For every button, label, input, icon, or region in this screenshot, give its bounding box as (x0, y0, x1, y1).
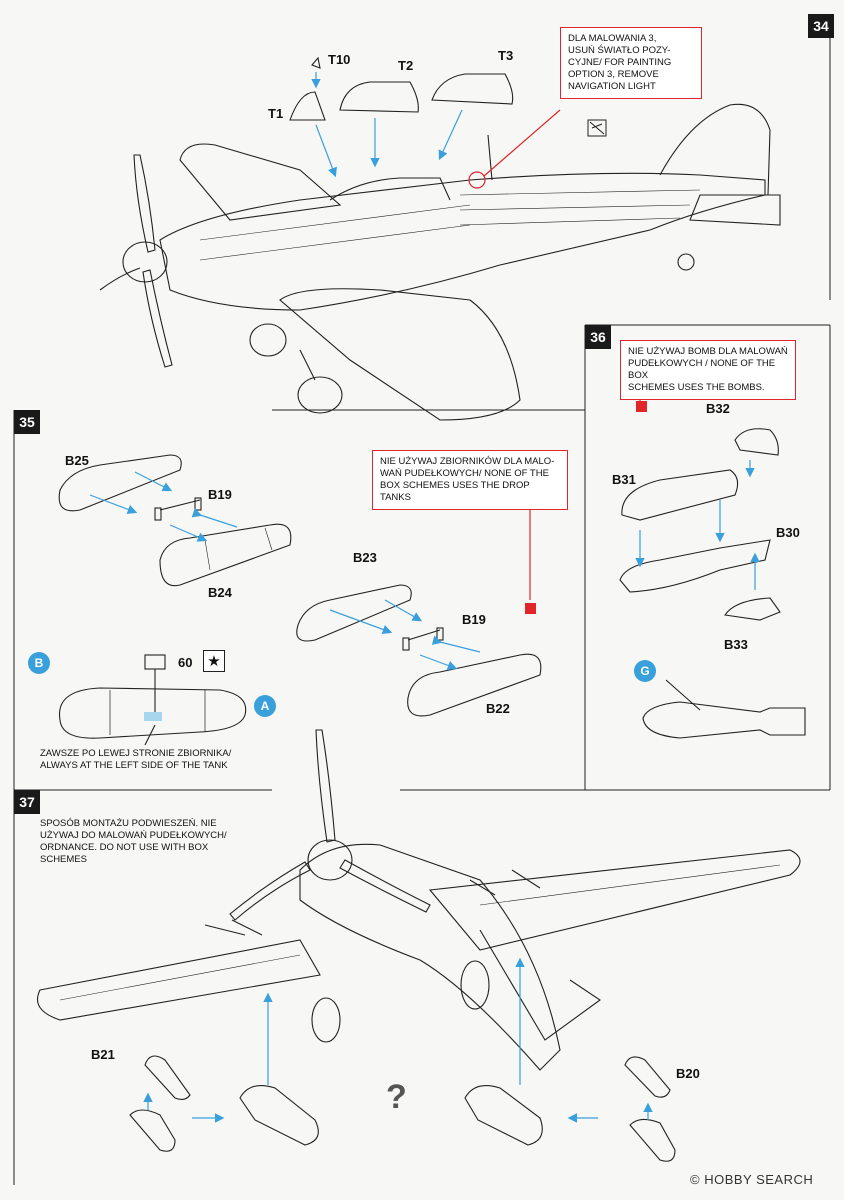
aircraft-drawing-37 (36, 729, 801, 1162)
watermark: © HOBBY SEARCH (690, 1172, 814, 1187)
tank-side-note: ZAWSZE PO LEWEJ STRONIE ZBIORNIKA/ ALWAY… (40, 748, 232, 771)
step-37-badge: 37 (14, 790, 40, 814)
marker-b: B (28, 652, 50, 674)
marker-a: A (254, 695, 276, 717)
part-label-b24: B24 (208, 585, 232, 600)
marker-g: G (634, 660, 656, 682)
drop-tanks-note: NIE UŻYWAJ ZBIORNIKÓW DLA MALO- WAŃ PUDE… (372, 450, 568, 510)
bombs-note: NIE UŻYWAJ BOMB DLA MALOWAŃ PUDEŁKOWYCH … (620, 340, 796, 400)
part-label-b19-b: B19 (462, 612, 486, 627)
part-label-t10: T10 (328, 52, 351, 67)
part-label-b21: B21 (91, 1047, 115, 1062)
part-label-b22: B22 (486, 701, 510, 716)
step-35-badge: 35 (14, 410, 40, 434)
ordnance-note: SPOSÓB MONTAŻU PODWIESZEŃ. NIE UŻYWAJ DO… (40, 818, 227, 865)
page-number: 34 (808, 14, 834, 38)
part-label-b23: B23 (353, 550, 377, 565)
part-label-b30: B30 (776, 525, 800, 540)
part-label-b25: B25 (65, 453, 89, 468)
part-label-t2: T2 (398, 58, 414, 73)
step-36-badge: 36 (585, 325, 611, 349)
tank-decal-drawing (58, 654, 247, 746)
tank-assembly-left (58, 454, 292, 587)
star-decal-icon: ★ (203, 650, 225, 672)
bomb-assembly (619, 428, 806, 739)
tank-assembly-right (296, 584, 542, 717)
part-label-t3: T3 (498, 48, 514, 63)
part-label-b31: B31 (612, 472, 636, 487)
aircraft-drawing-34 (99, 103, 781, 421)
drop-tanks-red-marker (525, 603, 536, 614)
part-label-t1: T1 (268, 106, 284, 121)
bombs-red-marker (636, 401, 647, 412)
part-label-b33: B33 (724, 637, 748, 652)
part-label-b32: B32 (706, 401, 730, 416)
part-label-b19-a: B19 (208, 487, 232, 502)
nav-light-note: DLA MALOWANIA 3, USUŃ ŚWIATŁO POZY- CYJN… (560, 27, 702, 99)
question-mark: ? (386, 1078, 407, 1116)
decal-number: 60 (178, 655, 193, 670)
canopy-parts (289, 56, 514, 121)
part-label-b20: B20 (676, 1066, 700, 1081)
nav-light-callout-circle (468, 171, 486, 189)
